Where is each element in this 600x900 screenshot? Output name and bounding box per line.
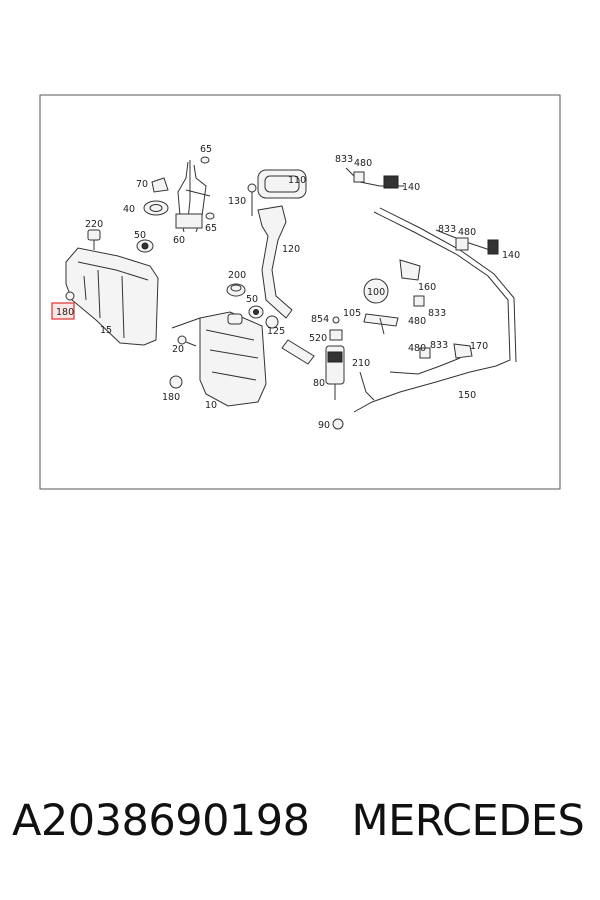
seal-210 [359, 371, 375, 401]
pipe-assembly-60 [175, 160, 211, 233]
callout-65-bottom: 65 [205, 223, 217, 234]
clip-90 [332, 418, 344, 430]
callout-480-mid: 480 [408, 316, 426, 327]
hose-connector-125 [265, 315, 279, 329]
callout-90: 90 [318, 420, 330, 431]
callout-125: 125 [267, 326, 285, 337]
ring-180-left [65, 291, 75, 301]
check-valve-833-480-mid [413, 295, 425, 307]
valve-105 [363, 313, 399, 335]
callout-480-top: 480 [354, 158, 372, 169]
callout-70: 70 [136, 179, 148, 190]
screw-130 [247, 183, 257, 216]
callout-20: 20 [172, 344, 184, 355]
filler-neck-120 [257, 205, 293, 319]
callout-110: 110 [288, 175, 306, 186]
grommet-50-center [248, 305, 264, 319]
grommet-50-left [136, 239, 154, 253]
filler-cap-220 [87, 229, 101, 250]
seal-70 [151, 177, 169, 193]
callout-50-left: 50 [134, 230, 146, 241]
callout-65-top: 65 [200, 144, 212, 155]
bracket-30 [281, 339, 315, 365]
clip-65-bottom [205, 212, 215, 220]
callout-105: 105 [343, 308, 361, 319]
clip-65-top [200, 156, 210, 164]
callout-210: 210 [352, 358, 370, 369]
gasket-110 [257, 169, 307, 199]
callout-140-top: 140 [402, 182, 420, 193]
callout-833-low: 833 [430, 340, 448, 351]
part-number: A2038690198 [12, 796, 310, 846]
brand-name: MERCEDES [351, 796, 585, 846]
pump-flange-40 [143, 200, 169, 216]
callout-160: 160 [418, 282, 436, 293]
callout-80: 80 [313, 378, 325, 389]
ring-180-center [169, 375, 183, 389]
cap-200 [226, 283, 246, 297]
callout-50-center: 50 [246, 294, 258, 305]
callout-520: 520 [309, 333, 327, 344]
washer-reservoir-10 [171, 311, 267, 407]
nozzle-160 [399, 259, 421, 281]
highlight-box-180 [51, 302, 75, 320]
callout-833-right: 833 [438, 224, 456, 235]
callout-10: 10 [205, 400, 217, 411]
callout-200: 200 [228, 270, 246, 281]
callout-60: 60 [173, 235, 185, 246]
callout-40: 40 [123, 204, 135, 215]
callout-120: 120 [282, 244, 300, 255]
callout-100: 100 [367, 287, 385, 298]
callout-220: 220 [85, 219, 103, 230]
callout-854: 854 [311, 314, 329, 325]
callout-180-highlight: 180 [56, 307, 74, 318]
callout-833-top: 833 [335, 154, 353, 165]
callout-833-mid: 833 [428, 308, 446, 319]
callout-480-right: 480 [458, 227, 476, 238]
connector-100 [363, 278, 389, 304]
check-valve-833-480-right [455, 237, 469, 251]
diagram-frame [39, 94, 561, 490]
grommet-520 [329, 329, 343, 341]
callout-130: 130 [228, 196, 246, 207]
callout-180-center: 180 [162, 392, 180, 403]
callout-15: 15 [100, 325, 112, 336]
part-caption: A2038690198 MERCEDES [12, 796, 592, 866]
callout-170: 170 [470, 341, 488, 352]
pump-80 [325, 345, 345, 400]
hose-140-top [345, 167, 404, 189]
washer-reservoir-15 [65, 247, 159, 346]
hose-150 [353, 207, 517, 413]
callout-150: 150 [458, 390, 476, 401]
bolt-20 [177, 335, 197, 347]
check-valve-833-480-top [353, 171, 365, 183]
clip-170 [453, 343, 473, 359]
check-valve-480-833-low [419, 347, 431, 359]
seal-854 [332, 316, 340, 324]
callout-140-right: 140 [502, 250, 520, 261]
callout-480-low: 480 [408, 343, 426, 354]
